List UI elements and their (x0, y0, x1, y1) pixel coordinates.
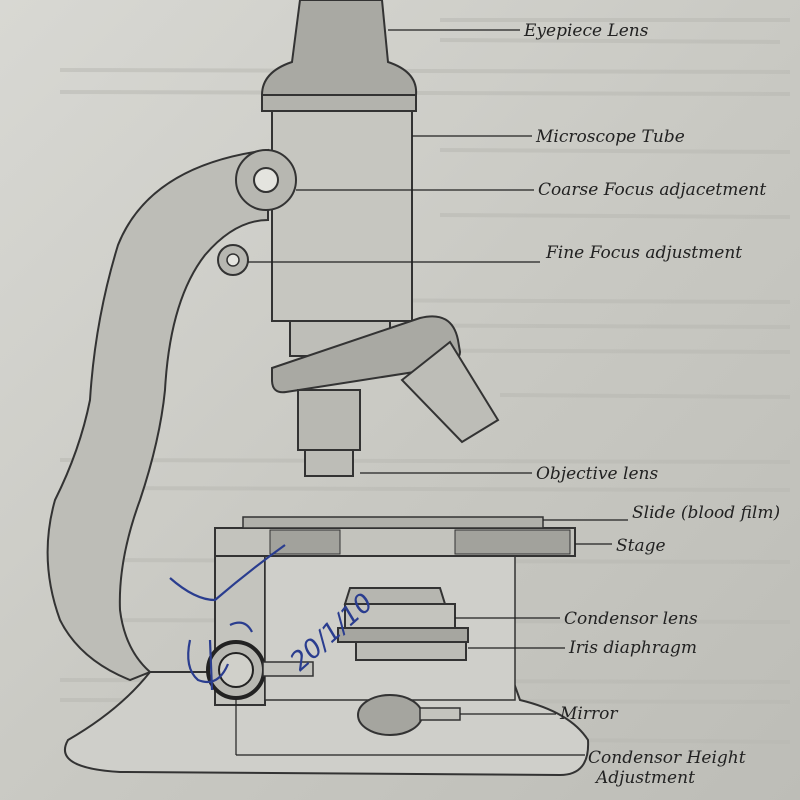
objective-lens-main (297, 389, 361, 477)
label-coarse-focus: Coarse Focus adjacetment (538, 180, 766, 200)
iris-diaphragm (337, 627, 469, 643)
microscope-tube (271, 110, 413, 322)
slide (242, 516, 544, 529)
microscope-arm (46, 148, 269, 682)
condenser-lens (343, 587, 456, 629)
stage-clip-right (454, 529, 571, 555)
label-eyepiece-lens: Eyepiece Lens (523, 21, 649, 41)
iris-lower (355, 641, 467, 661)
label-iris-diaphragm: Iris diaphragm (568, 638, 697, 658)
objective-lens-angled (400, 340, 500, 444)
label-condenser-lens: Condensor lens (564, 609, 698, 629)
eyepiece (260, 0, 418, 96)
label-condenser-height: Condensor Height (588, 748, 746, 768)
knob-shaft (262, 661, 314, 677)
label-microscope-tube: Microscope Tube (535, 127, 685, 147)
coarse-focus-knob (235, 149, 297, 211)
fine-focus-knob (217, 244, 249, 276)
mirror (357, 694, 461, 736)
condenser-height-knob (206, 640, 266, 700)
leader-lines (235, 29, 628, 756)
stage-clip-left (269, 529, 341, 555)
label-mirror: Mirror (559, 704, 618, 724)
label-condenser-height-2: Adjustment (594, 768, 695, 788)
label-slide: Slide (blood film) (632, 503, 780, 523)
eyepiece-collar (261, 94, 417, 112)
label-stage: Stage (616, 536, 666, 556)
label-objective-lens: Objective lens (536, 464, 658, 484)
handwritten-signature (169, 544, 286, 691)
label-fine-focus: Fine Focus adjustment (545, 243, 742, 263)
